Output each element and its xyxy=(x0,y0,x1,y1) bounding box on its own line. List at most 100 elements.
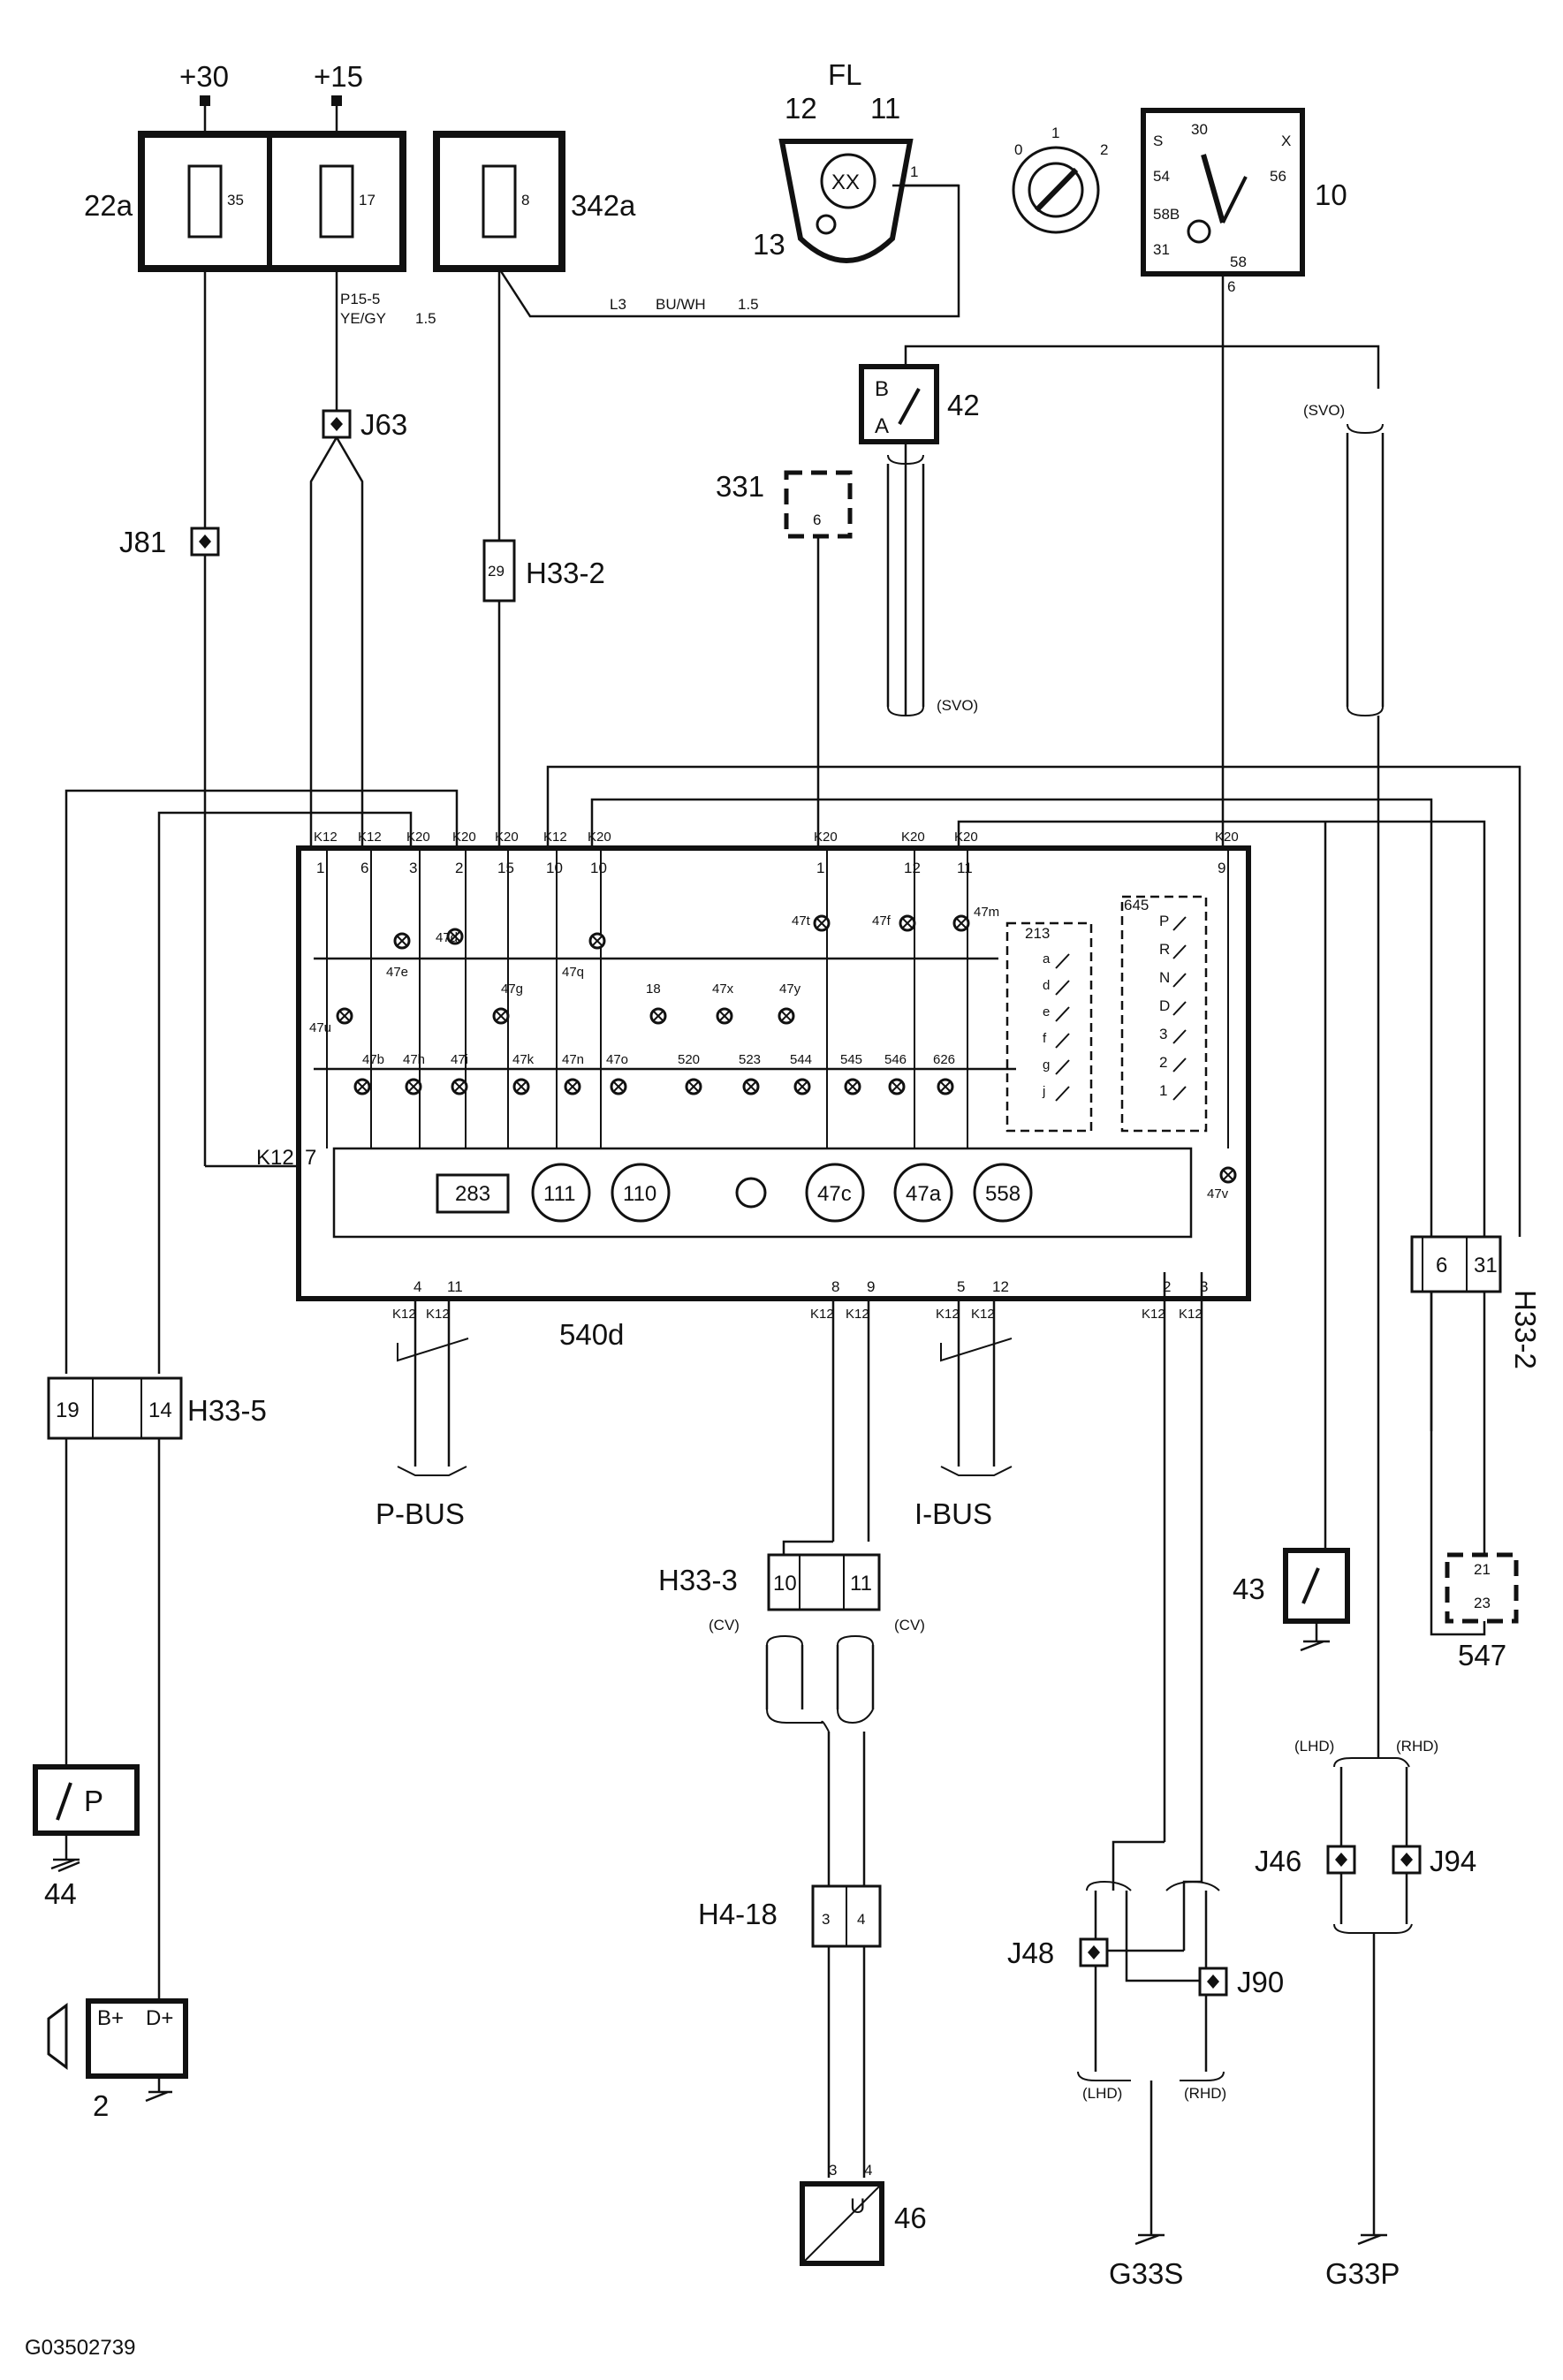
top-pin-6: 10 xyxy=(590,860,607,876)
gauge-110 xyxy=(611,1163,671,1223)
connector-h33-2-top: 29 H33-2 xyxy=(482,539,605,848)
box213-item-g: g xyxy=(1043,1057,1050,1073)
ign-p58b: 58B xyxy=(1153,206,1180,223)
box645-title: 645 xyxy=(1124,897,1149,913)
b15-terminal xyxy=(331,95,342,106)
indicator-cross-47n xyxy=(567,1081,578,1092)
switch42-a: A xyxy=(875,414,889,438)
top-pin-2: 3 xyxy=(409,860,417,876)
fl-small-lamp xyxy=(816,214,837,235)
fuse-box-22a-label: 22a xyxy=(84,189,133,222)
bottom-connector-6: K12 xyxy=(1142,1307,1165,1322)
indicator-cross-47b xyxy=(357,1081,368,1092)
box213-item-j: j xyxy=(1042,1084,1045,1099)
ign-p58: 58 xyxy=(1230,254,1247,270)
comp46-u: U xyxy=(850,2194,865,2218)
component-2-alternator: B+ D+ 2 xyxy=(47,1998,188,2122)
indicator-cross-18 xyxy=(653,1011,664,1021)
lhd-label-1: (LHD) xyxy=(1082,2085,1122,2102)
p15-size: 1.5 xyxy=(415,310,436,327)
rhd-label-2: (RHD) xyxy=(1396,1738,1438,1755)
indicator-label-47m: 47m xyxy=(974,905,999,920)
module-left-k12: K12 xyxy=(256,1146,294,1170)
comp46-label: 46 xyxy=(894,2202,927,2234)
indicator-cross-544 xyxy=(797,1081,808,1092)
fuse-box-342a-label: 342a xyxy=(571,189,636,222)
indicator-cross-520 xyxy=(688,1081,699,1092)
bottom-connector-1: K12 xyxy=(426,1307,450,1322)
box645-switch-D xyxy=(1172,1001,1187,1016)
top-connector-6: K20 xyxy=(588,830,611,845)
indicator-cross-47t xyxy=(816,918,827,929)
fuse-35 xyxy=(187,164,223,239)
fl-lamp-label: XX xyxy=(831,171,860,194)
box645-item-2: 2 xyxy=(1159,1054,1167,1071)
h33-3-p10: 10 xyxy=(773,1572,797,1596)
ignition-switch: 30 X S 54 56 58B 31 58 10 6 xyxy=(1141,108,1347,883)
fuse-17-label: 17 xyxy=(359,192,376,208)
ign-p30: 30 xyxy=(1191,121,1208,138)
fl-c11: 11 xyxy=(870,92,900,125)
comp43-label: 43 xyxy=(1233,1573,1265,1605)
gauge-47a xyxy=(893,1163,953,1223)
indicator-label-47h: 47h xyxy=(403,1052,425,1067)
box645-switch-1 xyxy=(1172,1086,1187,1101)
indicator-label-47y: 47y xyxy=(779,982,801,997)
bottom-pin-3: 9 xyxy=(867,1278,875,1295)
box645-item-P: P xyxy=(1159,913,1169,929)
indicator-label-47v: 47v xyxy=(1207,1186,1229,1201)
fuse-box-342a: 8 342a xyxy=(433,131,636,272)
cv-label-1: (CV) xyxy=(709,1617,740,1633)
c547-p21: 21 xyxy=(1474,1561,1491,1578)
i-bus-label: I-BUS xyxy=(914,1497,992,1530)
cv-label-2: (CV) xyxy=(894,1617,925,1633)
indicator-label-47g: 47g xyxy=(501,982,523,997)
fuse-8-label: 8 xyxy=(521,192,529,208)
indicator-label-47e: 47e xyxy=(386,965,408,980)
gauge-111 xyxy=(531,1163,591,1223)
comp46-p4: 4 xyxy=(864,2162,872,2179)
fl-bulb xyxy=(820,153,876,209)
box645-switch-P xyxy=(1172,916,1187,931)
b15-label: +15 xyxy=(314,60,363,93)
box645-item-1: 1 xyxy=(1159,1082,1167,1099)
comp46-p3: 3 xyxy=(829,2162,837,2179)
indicator-label-47i: 47i xyxy=(451,1052,468,1067)
switch-42: B A 42 xyxy=(859,345,1380,716)
gauge-label-47a: 47a xyxy=(906,1182,942,1206)
indicator-label-47n: 47n xyxy=(562,1052,584,1067)
indicator-cross-546 xyxy=(892,1081,902,1092)
box645-switch-3 xyxy=(1172,1029,1187,1044)
gauge-label-111: 111 xyxy=(543,1182,575,1206)
indicator-cross-47g xyxy=(496,1011,506,1021)
top-connector-4: K20 xyxy=(495,830,519,845)
box213-title: 213 xyxy=(1025,925,1050,942)
indicator-cross-47m xyxy=(956,918,967,929)
rhd-label-1: (RHD) xyxy=(1184,2085,1226,2102)
indicator-label-18: 18 xyxy=(646,982,661,997)
indicator-label-47f: 47f xyxy=(872,913,892,929)
ignition-label: 10 xyxy=(1315,178,1347,211)
connector-h4-18: 3 4 H4-18 xyxy=(698,1884,882,1948)
indicator-cross-47d xyxy=(450,931,460,942)
l3-size: 1.5 xyxy=(738,296,759,313)
j90-label: J90 xyxy=(1237,1966,1284,1998)
light-switch-pos0: 0 xyxy=(1014,141,1022,158)
b30-label: +30 xyxy=(179,60,229,93)
connector-h33-2-lower: 6 31 H33-2 xyxy=(1410,1235,1542,1621)
h33-2b-p31: 31 xyxy=(1474,1254,1498,1277)
indicator-label-47u: 47u xyxy=(309,1020,331,1035)
fl-c13: 13 xyxy=(753,228,785,261)
indicator-cross-47o xyxy=(613,1081,624,1092)
indicator-label-47q: 47q xyxy=(562,965,584,980)
figure-id: G03502739 xyxy=(25,2336,135,2360)
top-connector-2: K20 xyxy=(406,830,430,845)
ign-ps: S xyxy=(1153,133,1163,149)
fuse-17 xyxy=(319,164,354,239)
bottom-pin-4: 5 xyxy=(957,1278,965,1295)
component-46: U 3 4 46 xyxy=(800,2162,927,2266)
